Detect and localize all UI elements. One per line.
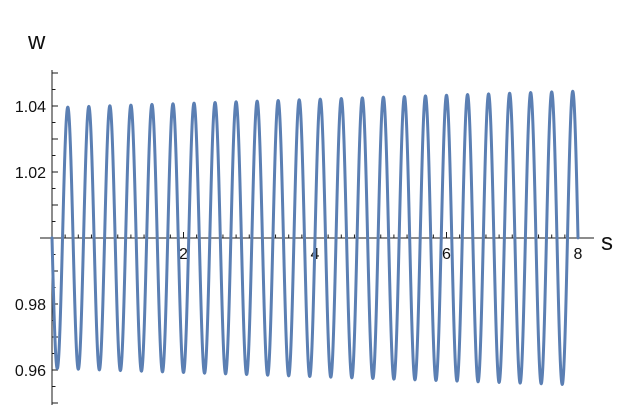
y-tick-label: 0.96 [15, 363, 46, 380]
x-tick-label: 8 [574, 246, 583, 263]
x-tick-label: 2 [179, 246, 188, 263]
y-tick-label: 1.02 [15, 165, 46, 182]
series-group [50, 89, 580, 386]
y-tick-label: 1.04 [15, 99, 46, 116]
x-axis-title: s [601, 229, 613, 256]
y-axis: 0.96 0.98 1.02 1.04 [15, 70, 58, 405]
x-tick-label: 6 [442, 246, 451, 263]
series-line-0 [50, 89, 580, 386]
y-axis-title: w [27, 28, 46, 55]
y-tick-label: 0.98 [15, 297, 46, 314]
